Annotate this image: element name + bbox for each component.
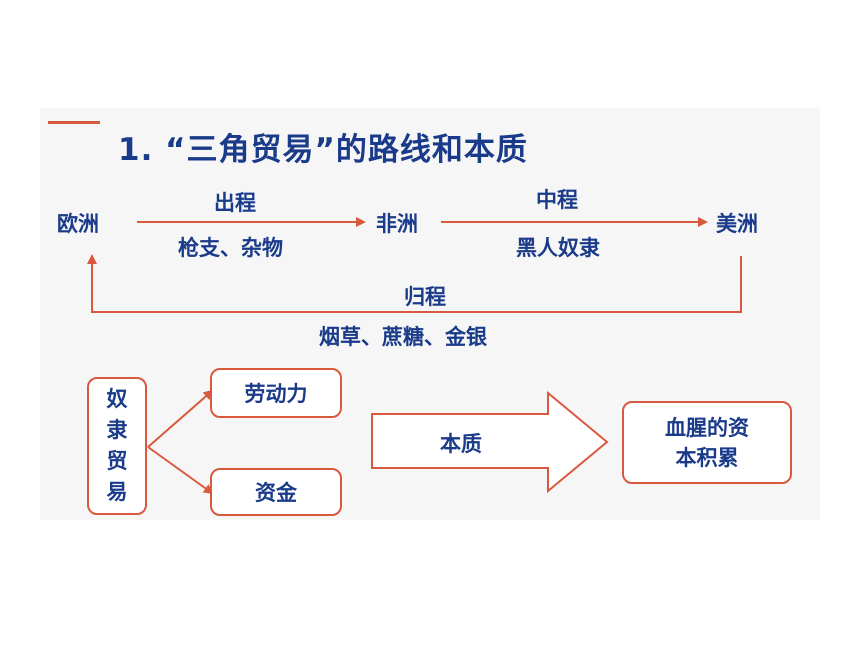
capital-branch-arrow [147,446,214,495]
capital-box: 资金 [210,468,342,516]
page-title: 1. “三角贸易”的路线和本质 [118,132,528,168]
capital-label: 资金 [255,481,297,505]
essence-big-arrow [371,390,609,494]
labor-label: 劳动力 [244,382,308,406]
americas-label: 美洲 [716,212,758,236]
middle-goods: 黑人奴隶 [516,236,600,260]
labor-branch-arrow [147,389,214,448]
slave-trade-box: 奴 隶 贸 易 [87,377,147,515]
essence-arrow-label: 本质 [440,432,482,456]
africa-label: 非洲 [376,212,418,236]
middle-label: 中程 [536,188,578,212]
slave-trade-char: 易 [106,480,128,504]
result-label: 血腥的资本积累 [665,415,749,470]
result-box: 血腥的资本积累 [622,401,792,484]
slave-trade-char: 隶 [106,418,128,442]
slave-trade-char: 贸 [106,449,128,473]
outward-goods: 枪支、杂物 [178,236,283,260]
return-label: 归程 [404,285,446,309]
europe-label: 欧洲 [57,212,99,236]
outward-label: 出程 [214,191,256,215]
labor-box: 劳动力 [210,368,342,418]
slave-trade-char: 奴 [106,387,128,411]
return-goods: 烟草、蔗糖、金银 [319,325,487,349]
return-arrow [87,254,742,313]
title-accent-line [48,121,100,124]
